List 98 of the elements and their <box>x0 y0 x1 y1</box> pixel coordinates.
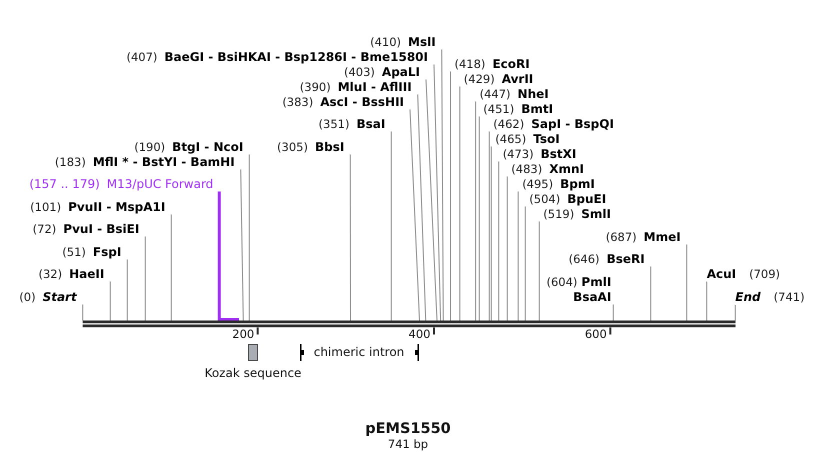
enzyme-name: SapI - BspQI <box>531 116 614 132</box>
site-position: (465) <box>495 132 526 146</box>
leader-line <box>686 244 688 321</box>
enzyme-name: MmeI <box>644 230 681 244</box>
tick-label: 600 <box>584 326 607 342</box>
enzyme-name: HaeII <box>69 266 104 282</box>
leader-line <box>144 236 146 321</box>
title: pEMS1550 <box>365 420 451 438</box>
leader-line <box>490 146 492 321</box>
site-position: (51) <box>62 244 86 260</box>
enzyme-name: PvuI - BsiEI <box>63 222 140 236</box>
leader-line <box>441 49 444 321</box>
feature-label: chimeric intron <box>314 344 404 360</box>
enzyme-name: PvuII - MspA1I <box>68 200 166 214</box>
enzyme-name: TsoI <box>533 132 560 146</box>
site-position: (403) <box>344 64 375 80</box>
leader-line <box>538 221 540 321</box>
site-position: (447) <box>480 86 511 102</box>
leader-line <box>498 161 500 321</box>
site-position: (418) <box>454 56 486 72</box>
dna-backbone <box>82 320 736 328</box>
leader-line <box>524 206 526 321</box>
leader-line <box>506 176 508 321</box>
enzyme-name: BstXI <box>540 146 576 162</box>
leader-line <box>612 304 614 321</box>
enzyme-name: BsaI <box>356 116 386 132</box>
site-position: (383) <box>282 94 314 110</box>
site-position: (407) <box>126 50 158 64</box>
site-position: (462) <box>493 116 524 132</box>
sequence-end-label: End <box>735 290 761 304</box>
leader-line <box>417 94 426 321</box>
leader-line <box>650 266 652 321</box>
leader-line <box>488 131 490 321</box>
enzyme-name: BseRI <box>606 252 645 266</box>
leader-line <box>110 281 111 321</box>
tick-label: 200 <box>232 326 254 342</box>
leader-line <box>390 131 392 321</box>
leader-line <box>126 259 128 321</box>
enzyme-name: MflI * - BstYI - BamHI <box>92 154 235 170</box>
enzyme-name: BtgI - NcoI <box>172 140 244 154</box>
enzyme-name: ApaLI <box>382 64 420 80</box>
enzyme-name: BpmI <box>560 176 595 192</box>
site-position: (351) <box>318 116 350 132</box>
leader-line <box>426 79 438 321</box>
enzyme-name: MslI <box>408 34 436 50</box>
feature-label: Kozak sequence <box>204 366 302 380</box>
sequence-length: 741 bp <box>388 436 428 452</box>
site-position: (451) <box>483 102 514 116</box>
site-position: (410) <box>370 34 402 50</box>
leader-line <box>170 214 172 321</box>
site-position: (495) <box>522 176 554 192</box>
sequence-end-label: Start <box>42 290 77 304</box>
enzyme-name: MluI - AflIII <box>338 80 412 94</box>
site-position: (390) <box>300 80 331 94</box>
primer-leader-line <box>218 192 239 321</box>
leader-line <box>410 109 420 321</box>
site-position: (32) <box>38 266 62 282</box>
site-position: (741) <box>774 290 805 304</box>
site-position: (183) <box>54 154 86 170</box>
leader-line <box>459 86 460 321</box>
leader-line <box>240 169 244 321</box>
site-position: (190) <box>134 140 166 154</box>
site-position: (646) <box>568 252 600 266</box>
leader-line <box>248 154 250 321</box>
enzyme-name: AscI - BssHII <box>320 94 404 110</box>
tick-label: 400 <box>408 326 430 342</box>
leader-line <box>706 281 708 321</box>
site-position: (604) <box>546 274 578 290</box>
leader-line <box>434 64 442 321</box>
site-position: (429) <box>464 72 495 86</box>
site-position: (709) <box>749 266 780 282</box>
leader-line <box>450 71 451 321</box>
site-position: (305) <box>277 140 308 154</box>
site-position: (504) <box>529 192 560 206</box>
leader-line <box>350 154 351 321</box>
leader-line <box>82 304 84 321</box>
site-position: (687) <box>606 230 637 244</box>
enzyme-name: EcoRI <box>492 56 530 72</box>
site-position: (0) <box>19 290 36 304</box>
enzyme-name: SmlI <box>581 206 611 222</box>
enzyme-name: BsaAI <box>573 290 612 304</box>
enzyme-name: BaeGI - BsiHKAI - Bsp1286I - Bme1580I <box>164 50 428 64</box>
site-position: (72) <box>32 222 56 236</box>
leader-line <box>734 304 736 321</box>
primer-name: M13/pUC Forward <box>106 176 214 192</box>
leader-line <box>475 101 476 321</box>
primer-position: (157 .. 179) <box>29 176 100 192</box>
enzyme-name: NheI <box>518 86 549 102</box>
site-position: (483) <box>511 162 542 176</box>
enzyme-name: BpuEI <box>567 192 606 206</box>
site-position: (519) <box>543 206 574 222</box>
enzyme-name: BbsI <box>314 140 344 154</box>
leader-line <box>478 116 480 321</box>
site-position: (101) <box>30 200 62 214</box>
enzyme-name: AcuI <box>706 266 736 282</box>
enzyme-name: FspI <box>92 244 122 260</box>
leader-line <box>518 191 519 321</box>
site-position: (473) <box>502 146 534 162</box>
